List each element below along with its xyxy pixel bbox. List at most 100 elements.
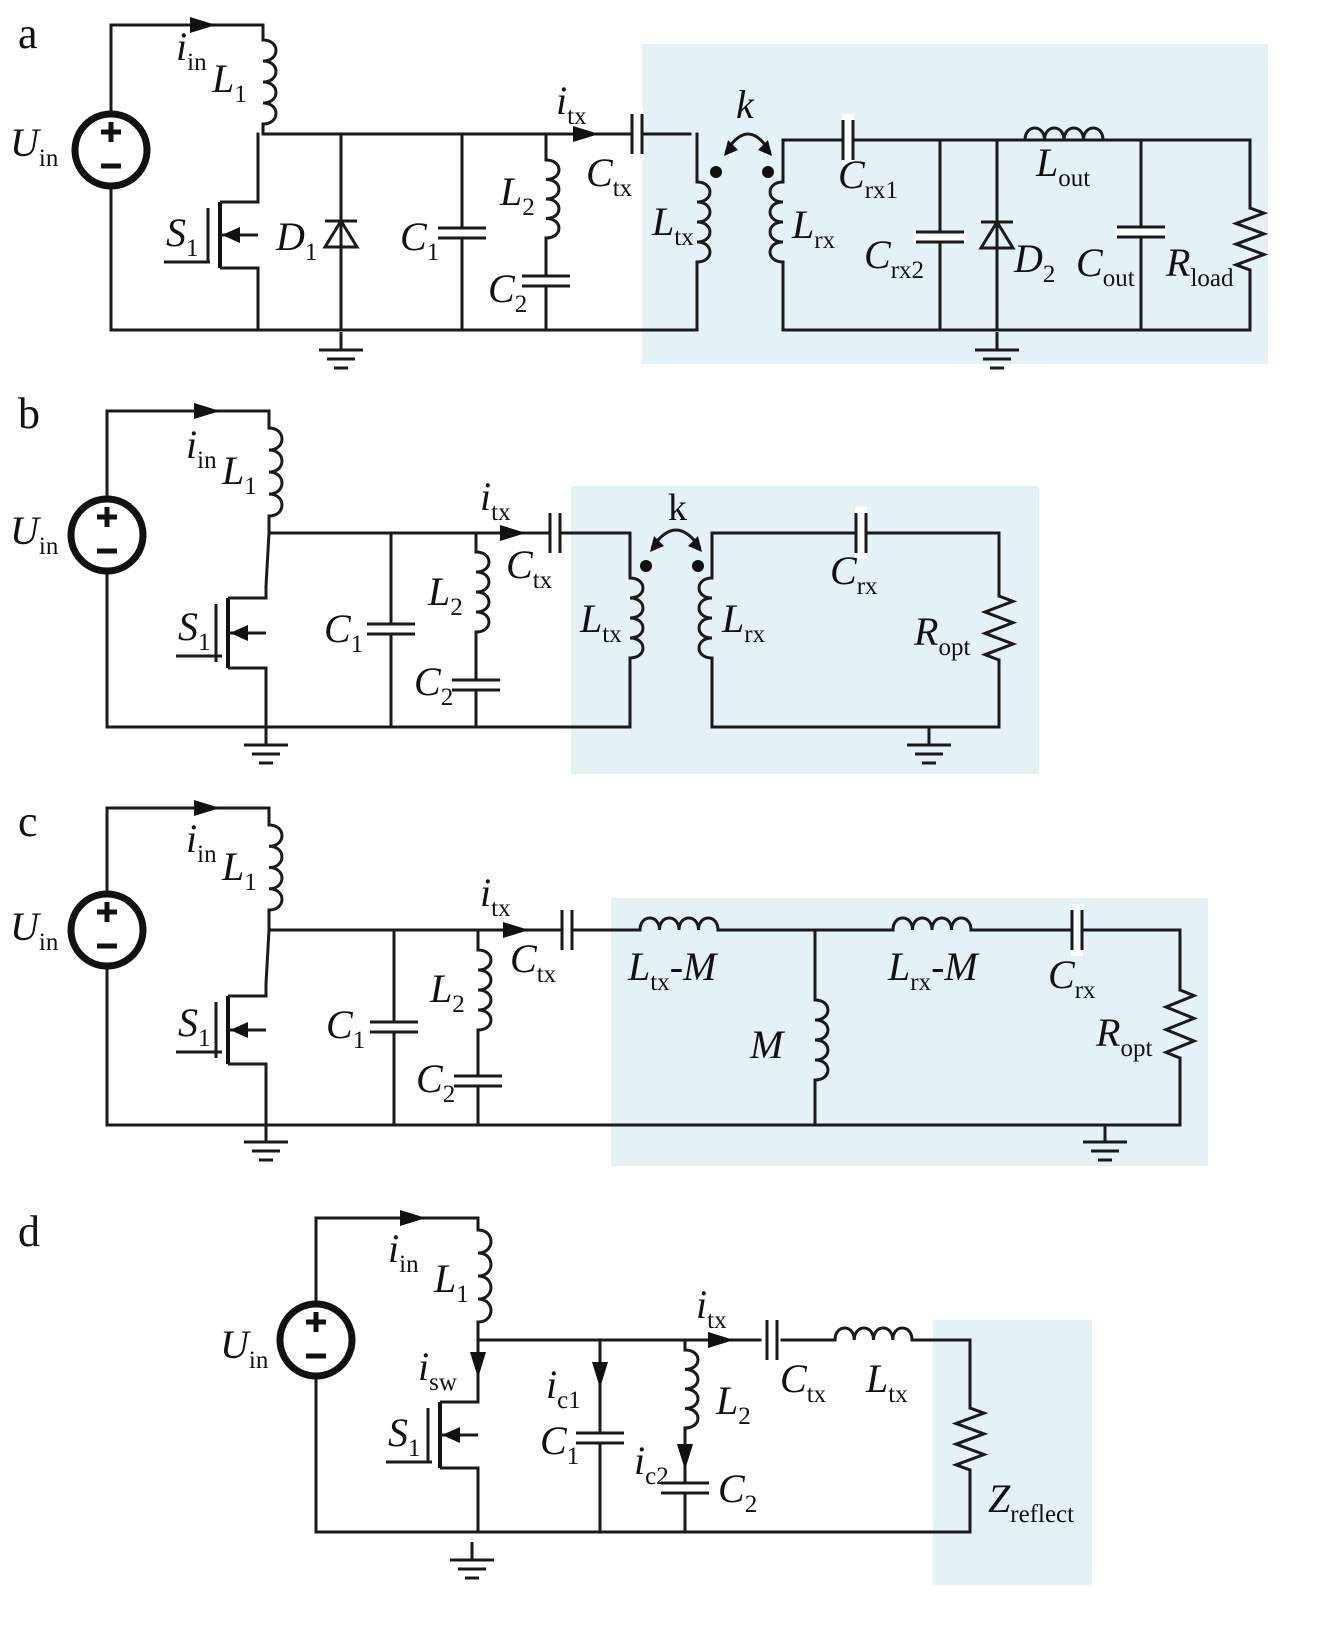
capacitor-Ctx-gap [631, 108, 643, 160]
inductor-Lrx-M [891, 916, 973, 931]
diode-D2-triangle [978, 219, 1016, 250]
wire [314, 1216, 480, 1304]
coupling-k-b-arrowhead [688, 536, 702, 552]
label-Ltx: Ltx [651, 199, 694, 251]
current-arrow-itx-head [503, 922, 529, 938]
label-subscript: 1 [353, 1027, 366, 1054]
polarity-dot [762, 166, 774, 178]
label-main: L [865, 1356, 888, 1401]
capacitor-C2 [659, 1481, 711, 1495]
voltage-source-Uin [276, 1300, 356, 1380]
label-main: L [221, 844, 244, 889]
switch-S1 [214, 984, 268, 1076]
capacitor-C2 [450, 678, 502, 692]
label-itx: itx [696, 1282, 727, 1334]
ground-a-left [319, 332, 363, 370]
label-D2: D2 [1013, 236, 1055, 288]
current-arrow-iin-head [400, 1210, 426, 1226]
label-L1: L1 [211, 56, 247, 108]
label-subscript: tx [888, 1381, 908, 1408]
capacitor-Crx1 [841, 114, 855, 166]
capacitor-Ctx-gap [766, 1314, 778, 1366]
switch-S1 [426, 1390, 480, 1480]
label-L2: L2 [499, 169, 535, 221]
highlight-receiver-c [611, 898, 1208, 1166]
label-main: U [10, 508, 42, 553]
switch-S1-arrow [230, 625, 248, 641]
capacitor-C1 [574, 1431, 626, 1445]
label-subscript: reflect [1010, 1501, 1074, 1528]
label-itx: itx [556, 78, 587, 130]
label-subscript: rx [910, 969, 931, 996]
wire [105, 568, 632, 729]
resistor-Ropt-zigzag [1162, 988, 1198, 1060]
label-main: L [221, 448, 244, 493]
polarity-dot [692, 560, 704, 572]
ground-a-right [975, 332, 1019, 370]
label-C2: C2 [414, 659, 453, 711]
diode-D1 [322, 218, 360, 249]
inductor-Ltx-M-winding [638, 916, 720, 931]
label-subscript: c2 [645, 1463, 669, 1490]
label-Lrx: Lrx [721, 596, 766, 648]
current-arrow-ic2 [677, 1444, 693, 1470]
label-subscript: tx [537, 961, 557, 988]
inductor-L1 [268, 426, 284, 518]
label-subscript: tx [613, 175, 633, 202]
switch-S1 [206, 190, 260, 280]
capacitor-Crx2 [914, 230, 966, 244]
current-arrow-itx [708, 1332, 734, 1348]
coupling-k-b [650, 528, 702, 552]
current-arrow-itx [573, 126, 599, 142]
wire [105, 964, 1182, 1127]
label-main: L [791, 202, 814, 247]
switch-S1-source [440, 1466, 480, 1480]
label-main: C [718, 1466, 746, 1511]
label-main: i [388, 1226, 399, 1271]
label-L1: L1 [433, 1256, 469, 1308]
wire [109, 186, 699, 332]
label-main: i [186, 422, 197, 467]
label-D1: D1 [275, 214, 317, 266]
switch-S1-drain [228, 984, 268, 998]
capacitor-C2-gap [520, 275, 572, 287]
current-arrow-iin [194, 800, 220, 816]
wire [264, 928, 271, 986]
label-subscript: tx [533, 567, 553, 594]
label-main: L [721, 596, 744, 641]
label-subscript: in [249, 1347, 269, 1374]
label-subscript: in [197, 447, 217, 474]
switch-S1-source [228, 666, 268, 680]
inductor-L2-winding [475, 550, 491, 634]
inductor-Ltx [629, 576, 645, 660]
label-subscript: opt [938, 634, 970, 661]
inductor-L1 [477, 1228, 493, 1324]
capacitor-Ctx [560, 904, 574, 956]
label-main: C [414, 659, 442, 704]
label-subscript: tx [674, 224, 694, 251]
capacitor-C1 [436, 226, 488, 240]
label-subscript: tx [650, 969, 670, 996]
current-arrow-itx-head [708, 1332, 734, 1348]
inductor-Ltx-winding [833, 1326, 914, 1341]
ground-b-left [244, 727, 288, 765]
label-C2: C2 [718, 1466, 757, 1518]
current-arrow-iin [190, 17, 216, 33]
label-subscript: tx [707, 1307, 727, 1334]
label-Zreflect: Zreflect [988, 1476, 1074, 1528]
capacitor-C2 [520, 274, 572, 288]
inductor-L1 [262, 38, 278, 126]
label-subscript: 2 [522, 194, 535, 221]
label-main: S [178, 1000, 198, 1045]
label-Lrx: Lrx [791, 202, 836, 254]
current-arrow-iin [194, 403, 220, 419]
wire [105, 806, 271, 896]
capacitor-Ctx-gap [549, 507, 561, 559]
label-S1: S1 [166, 210, 199, 262]
label-main: L [429, 966, 452, 1011]
label-main: R [913, 609, 938, 654]
coupling-k-a-arrowhead [758, 140, 772, 156]
label-main: i [480, 870, 491, 915]
label-Uin: Uin [220, 1322, 269, 1374]
switch-S1-source [220, 266, 260, 280]
